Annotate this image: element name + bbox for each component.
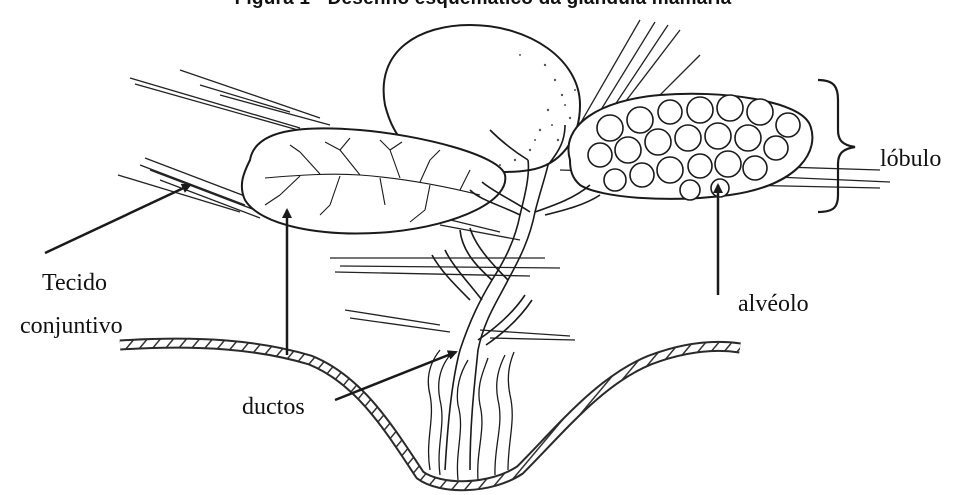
skin-outline — [120, 343, 740, 486]
label-tecido-line2: conjuntivo — [20, 311, 123, 341]
label-tecido-line1: Tecido — [42, 268, 107, 298]
arrow-tecido — [45, 185, 190, 253]
lactiferous-ducts — [428, 350, 514, 480]
lobule-brace — [818, 80, 855, 212]
label-lobulo: lóbulo — [880, 144, 941, 174]
arrow-ductos-right — [335, 352, 456, 400]
label-alveolo: alvéolo — [738, 289, 809, 319]
alveolar-lobule — [568, 94, 812, 200]
label-ductos: ductos — [242, 392, 305, 422]
